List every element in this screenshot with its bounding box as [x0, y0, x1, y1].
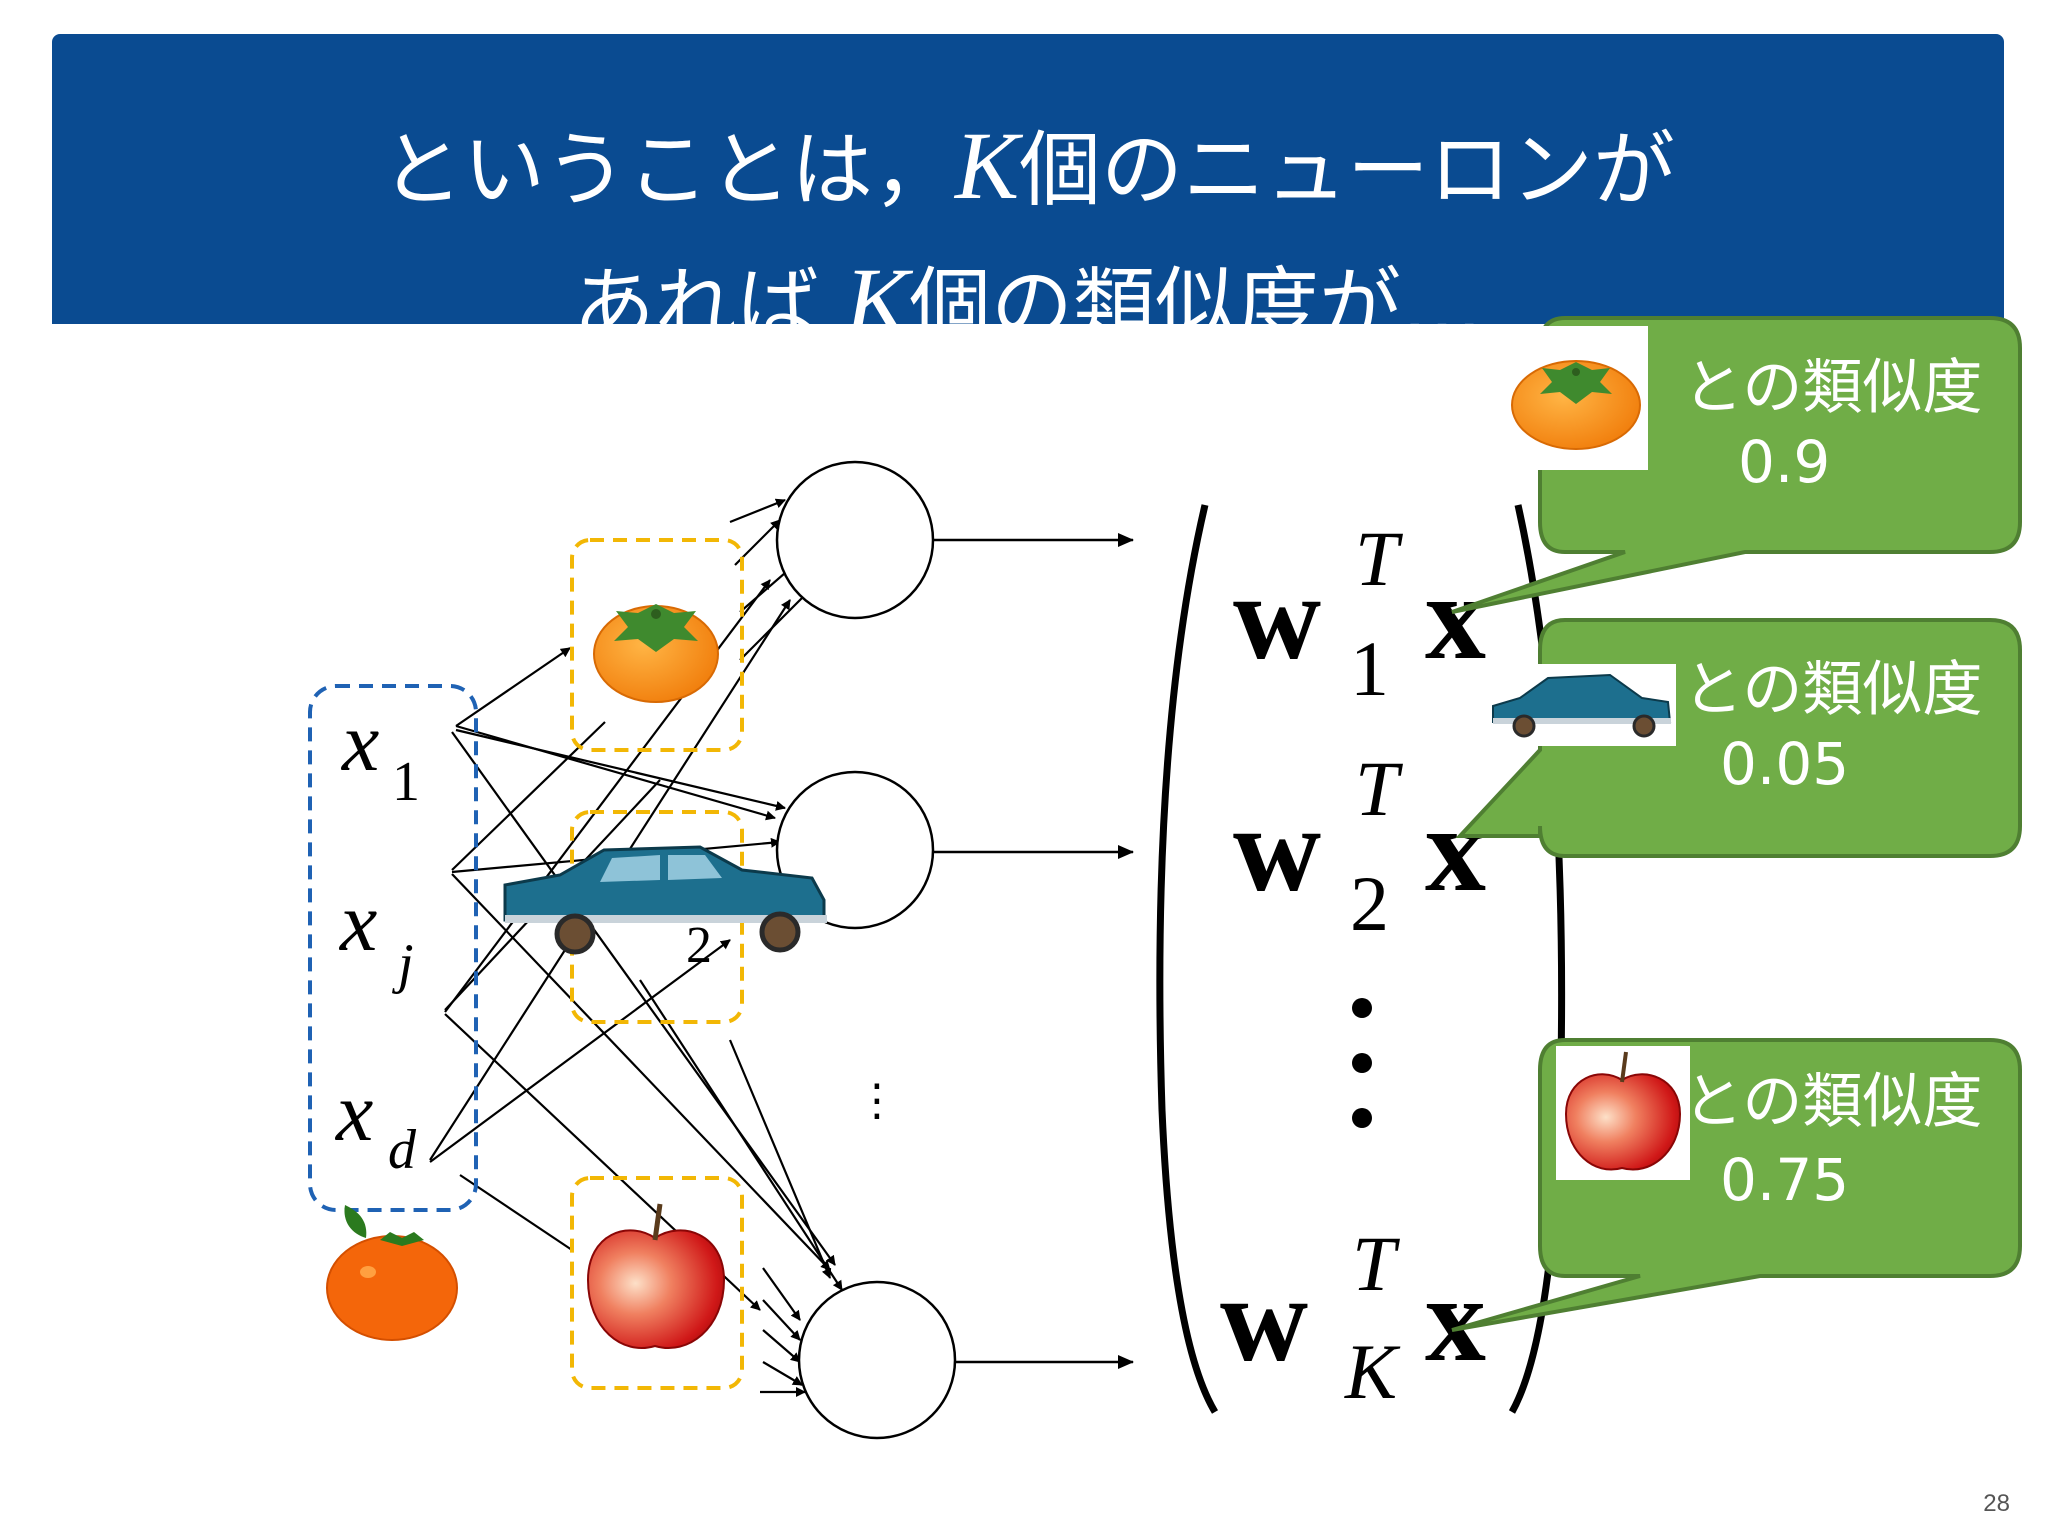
connection-line	[728, 1039, 832, 1279]
vector-row2-x: x	[1425, 782, 1486, 917]
connection-line	[762, 1299, 801, 1341]
slide-number: 28	[1983, 1490, 2010, 1517]
mandarin-input-icon	[326, 1205, 458, 1341]
vector-rowk-x: x	[1425, 1252, 1486, 1387]
callout-label: との類似度	[1683, 353, 1982, 423]
input-xj-subscript: j	[392, 933, 414, 995]
neuron-ellipsis: ⋮	[855, 1075, 899, 1126]
vector-rowk-w: w	[1220, 1252, 1308, 1387]
connection-line	[639, 979, 843, 1291]
connection-line	[455, 724, 776, 821]
neuron-k	[797, 1280, 957, 1440]
apple-icon	[1564, 1051, 1682, 1171]
ellipsis-dot	[1352, 1053, 1372, 1073]
title-banner: ということは，K個のニューロンが あれば K個の類似度が…	[52, 34, 2004, 354]
apple-template-icon	[586, 1203, 726, 1349]
input-xj-base: x	[338, 876, 377, 969]
input-xd-base: x	[334, 1066, 373, 1159]
vector-row1-subscript: 1	[1350, 625, 1389, 712]
input-xd-subscript: d	[388, 1119, 417, 1181]
callout-apple: との類似度 0.75	[1451, 1038, 2022, 1332]
input-vector-box	[308, 684, 478, 1212]
vector-row2-transpose: T	[1355, 745, 1403, 832]
neuron-1	[775, 460, 935, 620]
connection-line	[451, 731, 836, 1266]
callout-value: 0.05	[1720, 730, 1849, 798]
vector-row2-w: w	[1233, 782, 1321, 917]
vector-row1-x: x	[1425, 550, 1486, 685]
vector-rowk-subscript: K	[1344, 1328, 1401, 1415]
vector-row2-subscript: 2	[1350, 860, 1389, 947]
vector-left-paren	[1156, 504, 1219, 1414]
connection-line	[739, 589, 811, 661]
connection-line	[455, 647, 571, 727]
vector-ellipsis-dots	[1352, 998, 1372, 1128]
input-x1-base: x	[340, 696, 379, 789]
car-icon	[1492, 673, 1672, 738]
occluded-label-fragment: 2	[686, 917, 712, 974]
callout-persimmon: との類似度 0.9	[1451, 316, 2022, 614]
vector-row1-transpose: T	[1355, 515, 1403, 602]
vector-row1-w: w	[1233, 550, 1321, 685]
connection-line	[762, 1361, 803, 1386]
callout-car: との類似度 0.05	[1455, 618, 2022, 858]
callout-value: 0.75	[1720, 1146, 1849, 1214]
connection-line	[451, 873, 831, 1271]
callout-value: 0.9	[1738, 428, 1830, 496]
persimmon-template-icon	[593, 604, 719, 703]
ellipsis-dot	[1352, 1108, 1372, 1128]
connection-line	[459, 1174, 573, 1251]
input-x1-subscript: 1	[392, 751, 420, 813]
connection-line	[729, 498, 786, 524]
title-line-2: あれば K個の類似度が…	[572, 248, 1484, 355]
callout-label: との類似度	[1683, 655, 1982, 725]
ellipsis-dot	[1352, 998, 1372, 1018]
connection-line	[762, 1267, 801, 1321]
persimmon-icon	[1511, 360, 1641, 450]
vector-rowk-transpose: T	[1352, 1220, 1400, 1307]
connection-line	[429, 939, 731, 1163]
callout-label: との類似度	[1683, 1067, 1982, 1137]
connection-line	[762, 1329, 801, 1363]
connection-line	[455, 728, 786, 811]
car-template-icon: 2	[503, 845, 827, 974]
title-line-1: ということは，K個のニューロンが	[380, 112, 1676, 219]
